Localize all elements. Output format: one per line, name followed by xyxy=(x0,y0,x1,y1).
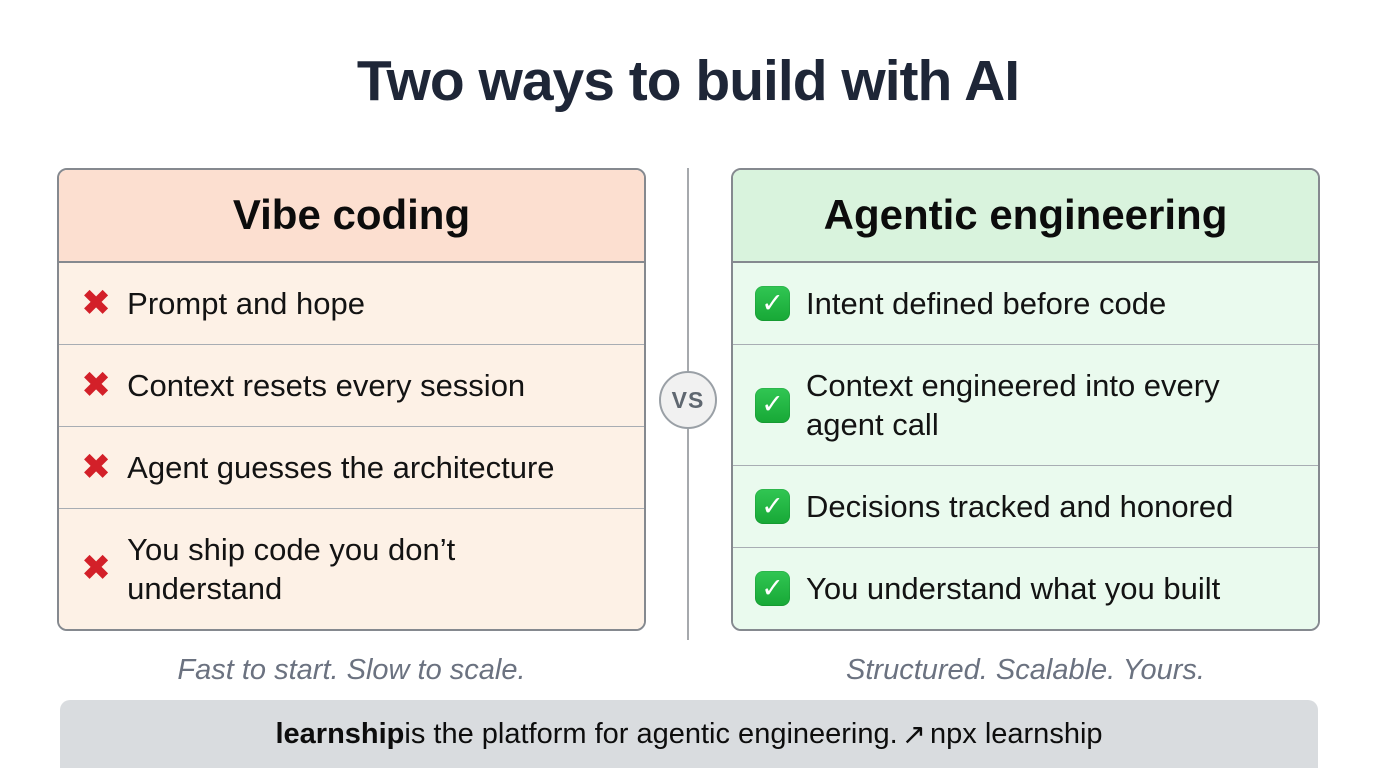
vibe-coding-column: Vibe coding ✖ Prompt and hope ✖ Context … xyxy=(57,168,646,687)
table-row: ✖ Context resets every session xyxy=(59,345,644,428)
vibe-coding-card: Vibe coding ✖ Prompt and hope ✖ Context … xyxy=(57,168,646,632)
brand-name: learnship xyxy=(275,717,405,750)
external-link-arrow-icon: ↗ xyxy=(901,718,927,751)
row-text: You understand what you built xyxy=(806,571,1221,607)
table-row: ✖ You ship code you don’t understand xyxy=(59,509,644,630)
check-icon: ✓ xyxy=(755,387,790,423)
row-text: You ship code you don’t understand xyxy=(127,532,456,607)
row-text: Intent defined before code xyxy=(806,286,1167,321)
agentic-engineering-column: Agentic engineering ✓ Intent defined bef… xyxy=(731,168,1320,687)
table-row: ✖ Agent guesses the architecture xyxy=(59,427,644,510)
cross-icon: ✖ xyxy=(81,282,112,324)
footer-command: npx learnship xyxy=(930,717,1103,750)
table-row: ✓ Intent defined before code xyxy=(733,263,1318,346)
footer-banner: learnship is the platform for agentic en… xyxy=(60,700,1318,768)
cross-icon: ✖ xyxy=(81,548,112,590)
table-row: ✓ Context engineered into every agent ca… xyxy=(733,345,1318,467)
row-text: Context engineered into every agent call xyxy=(806,368,1220,443)
agentic-engineering-caption: Structured. Scalable. Yours. xyxy=(846,654,1205,687)
check-icon: ✓ xyxy=(755,489,790,525)
vibe-coding-card-title: Vibe coding xyxy=(59,170,644,263)
row-text: Prompt and hope xyxy=(127,286,365,321)
comparison-columns: Vibe coding ✖ Prompt and hope ✖ Context … xyxy=(57,168,1320,687)
agentic-engineering-card-title: Agentic engineering xyxy=(733,170,1318,263)
footer-text: is the platform for agentic engineering. xyxy=(404,717,898,750)
row-text: Decisions tracked and honored xyxy=(806,489,1234,525)
table-row: ✓ Decisions tracked and honored xyxy=(733,466,1318,549)
row-text: Agent guesses the architecture xyxy=(127,450,555,486)
cross-icon: ✖ xyxy=(81,446,112,488)
page-title: Two ways to build with AI xyxy=(356,49,1020,113)
vibe-coding-caption: Fast to start. Slow to scale. xyxy=(177,654,526,687)
check-icon: ✓ xyxy=(755,571,790,607)
table-row: ✓ You understand what you built xyxy=(733,548,1318,630)
check-icon: ✓ xyxy=(755,286,790,322)
table-row: ✖ Prompt and hope xyxy=(59,263,644,346)
row-text: Context resets every session xyxy=(127,368,526,404)
cross-icon: ✖ xyxy=(81,364,112,406)
vs-badge: VS xyxy=(659,371,717,429)
agentic-engineering-card: Agentic engineering ✓ Intent defined bef… xyxy=(731,168,1320,632)
